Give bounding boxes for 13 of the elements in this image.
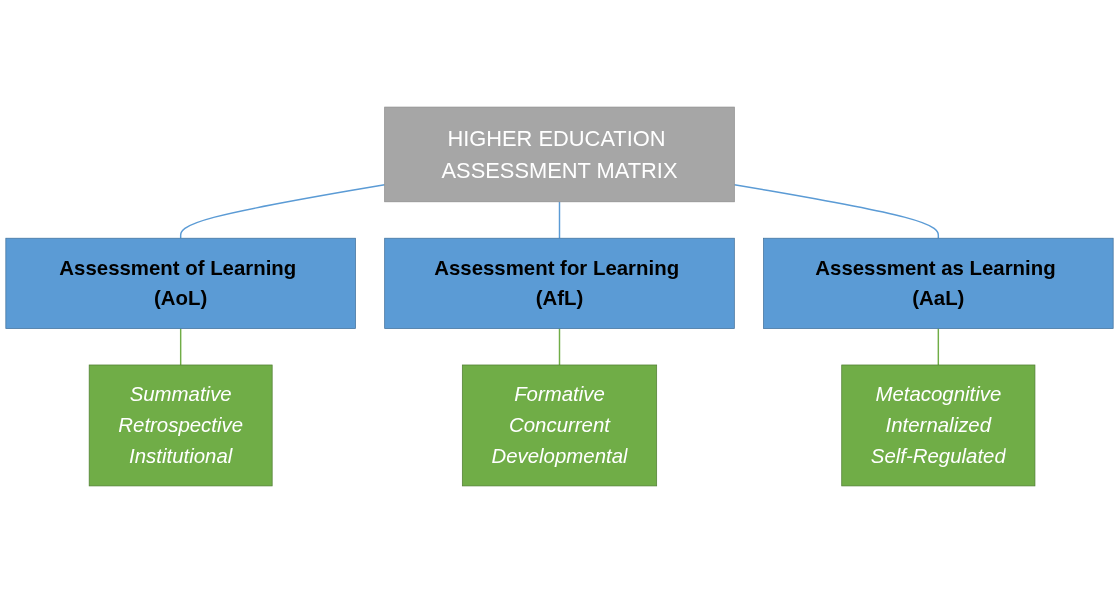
node-box: HIGHER EDUCATION ASSESSMENT MATRIX — [384, 106, 735, 203]
node-box: Summative Retrospective Institutional — [88, 364, 273, 487]
node-box: Assessment of Learning (AoL) — [5, 237, 356, 329]
connector — [179, 183, 386, 239]
node-box: Metacognitive Internalized Self-Regulated — [841, 364, 1036, 487]
node-box: Assessment for Learning (AfL) — [384, 237, 735, 329]
node-box: Formative Concurrent Developmental — [461, 364, 658, 487]
connector — [558, 201, 561, 239]
connector — [937, 327, 940, 366]
connector — [733, 183, 940, 239]
connector — [179, 327, 182, 366]
connector — [558, 327, 561, 366]
node-box: Assessment as Learning (AaL) — [763, 237, 1114, 329]
